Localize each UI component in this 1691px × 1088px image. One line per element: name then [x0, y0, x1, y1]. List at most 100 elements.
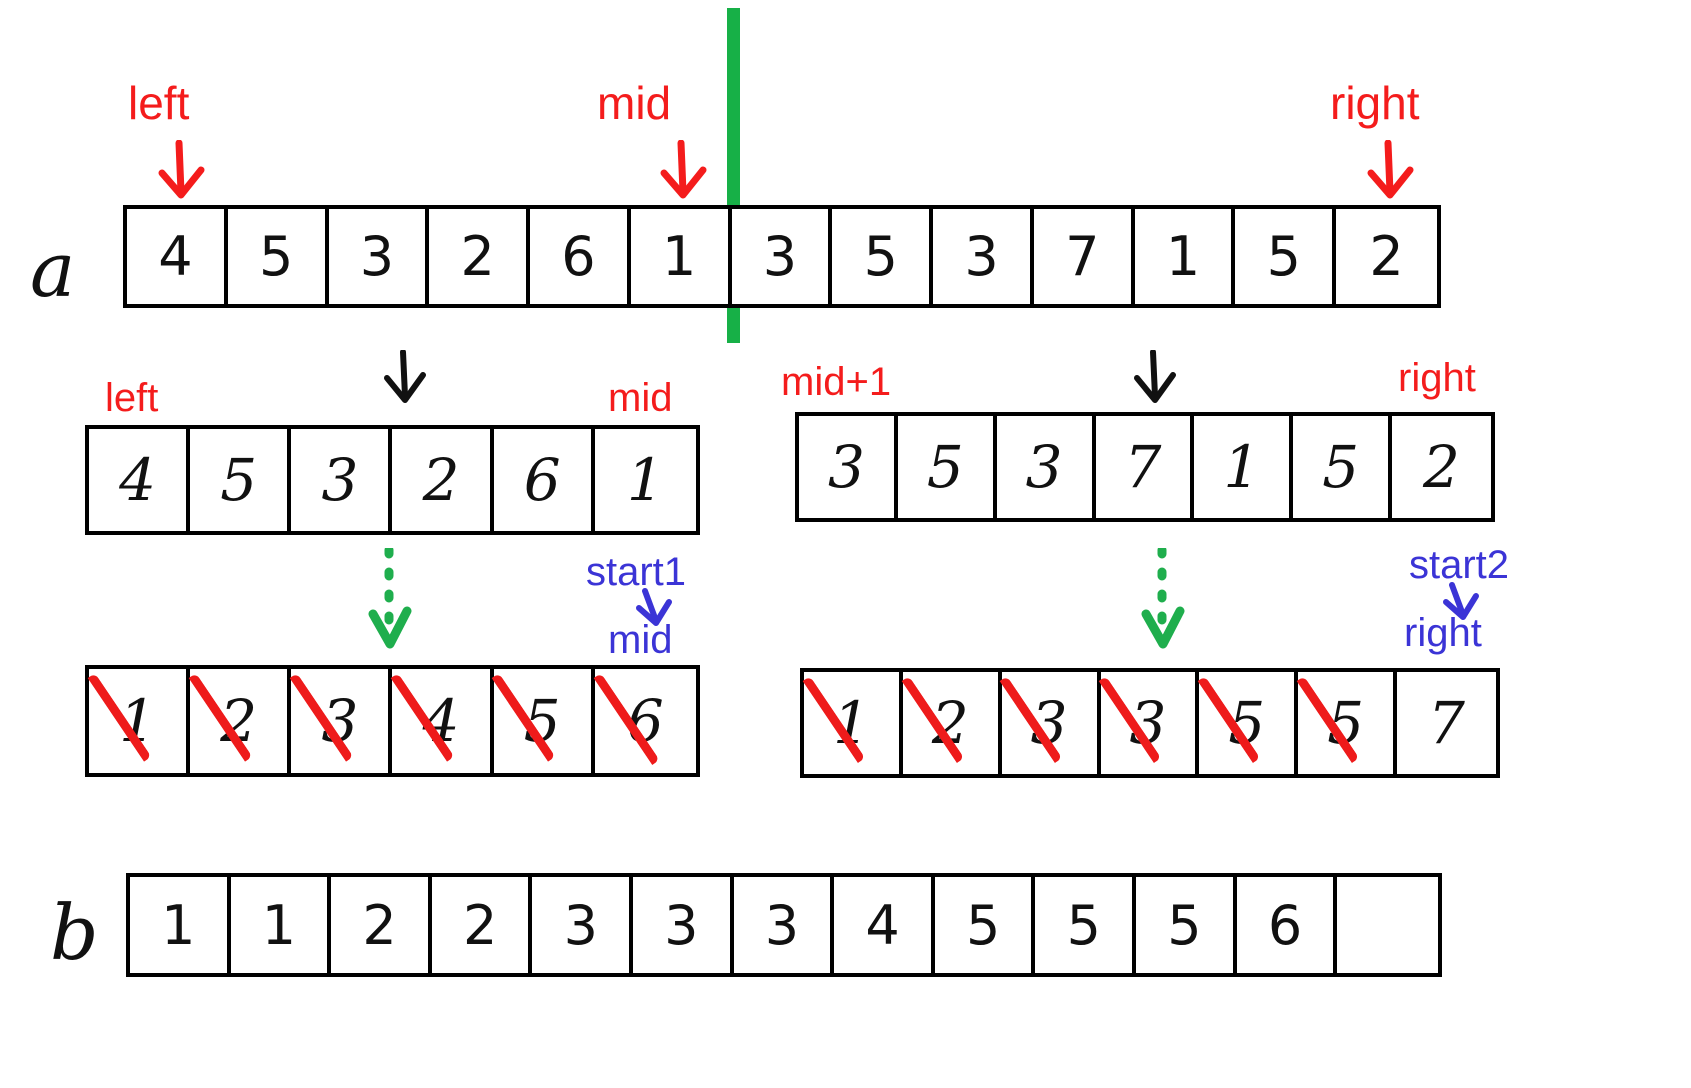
- array-left-sorted-cell-value: 5: [523, 687, 561, 755]
- array-right-half-cell: 5: [1293, 416, 1393, 518]
- array-right-half-cell-value: 5: [1322, 433, 1360, 501]
- array-right-sorted-cell: 1: [804, 672, 903, 774]
- array-merged-cell: 5: [935, 877, 1036, 973]
- array-right-half-cell: 5: [898, 416, 997, 518]
- array-right-half-cell-value: 5: [926, 433, 964, 501]
- dotted-arrow-left: [368, 548, 412, 649]
- array-left-sorted-cell: 1: [89, 669, 191, 773]
- array-merged-cell: 5: [1035, 877, 1137, 973]
- pointer-label-right-sorted-right: right: [1404, 611, 1482, 655]
- array-merged-cell-value: 2: [362, 893, 397, 957]
- array-merged-cell-value: 6: [1267, 893, 1303, 957]
- array-original-cell: 6: [530, 209, 631, 304]
- array-left-half-cell: 6: [494, 429, 595, 531]
- arrow-start1: [636, 588, 672, 626]
- arrow-left-top: [158, 140, 205, 199]
- pointer-label-right-top: right: [1330, 77, 1420, 129]
- array-original-cell: 1: [1135, 209, 1236, 304]
- array-right-half-cell-value: 3: [1025, 433, 1063, 501]
- pointer-label-start1: start1: [586, 550, 687, 594]
- array-left-sorted-cell-value: 4: [422, 687, 460, 755]
- array-merged-cell-value: 5: [966, 893, 1001, 957]
- arrow-right-top: [1367, 140, 1414, 199]
- array-original-cell: 2: [429, 209, 531, 304]
- array-right-sorted-cell: 3: [1101, 672, 1200, 774]
- array-original-cell-value: 3: [762, 225, 798, 288]
- arrow-start2: [1443, 582, 1479, 620]
- array-left-sorted-cell-value: 6: [626, 687, 664, 755]
- array-left-half-cell: 4: [89, 429, 191, 531]
- arrow-split-left: [384, 350, 426, 403]
- pointer-label-right-half-right: right: [1398, 356, 1476, 400]
- array-original-cell-value: 3: [964, 225, 999, 288]
- array-right-sorted-cell: 5: [1199, 672, 1299, 774]
- pointer-label-right-half-midplus1: mid+1: [781, 360, 892, 404]
- array-left-half-cell-value: 4: [119, 446, 157, 514]
- array-right-sorted-cell-value: 3: [1030, 689, 1068, 757]
- array-merged-cell-value: 3: [664, 893, 699, 957]
- array-left-half-cell-value: 1: [626, 446, 664, 514]
- array-original-cell-value: 2: [1369, 225, 1404, 288]
- array-right-half-cell-value: 2: [1423, 433, 1460, 501]
- array-left-sorted-cell-value: 3: [321, 687, 359, 755]
- arrow-mid-top: [660, 140, 707, 199]
- array-right-half-cell: 1: [1194, 416, 1294, 518]
- array-right-sorted-cell-value: 5: [1327, 689, 1365, 757]
- array-original-cell-value: 6: [561, 225, 596, 288]
- array-original-cell: 5: [1235, 209, 1337, 304]
- array-merged-cell: 3: [532, 877, 634, 973]
- array-original-cell: 7: [1034, 209, 1135, 304]
- array-original-cell: 3: [933, 209, 1034, 304]
- dotted-arrow-right: [1141, 548, 1185, 649]
- array-right-half-cell: 3: [799, 416, 898, 518]
- array-original-cell-value: 2: [460, 225, 495, 288]
- array-original-cell-value: 1: [662, 225, 697, 288]
- array-original-cell-value: 1: [1165, 225, 1201, 288]
- array-right-sorted-cell: 7: [1397, 672, 1496, 774]
- array-left-sorted-cell: 4: [392, 669, 494, 773]
- array-right-sorted-cell-value: 2: [931, 689, 969, 757]
- array-left-half-cell: 3: [291, 429, 393, 531]
- array-merged-cell: 3: [734, 877, 835, 973]
- array-left-sorted-cell: 5: [494, 669, 595, 773]
- array-left-sorted-cell: 2: [190, 669, 292, 773]
- array-left-sorted-cell-value: 2: [220, 687, 258, 755]
- array-original-cell: 3: [329, 209, 430, 304]
- array-original-cell-value: 5: [1266, 225, 1301, 288]
- array-merged-cell-value: 4: [865, 893, 900, 957]
- array-left-half-cell-value: 6: [523, 446, 561, 514]
- array-right-half-cell: 3: [997, 416, 1096, 518]
- array-merged-cell-value: 5: [1167, 893, 1202, 957]
- array-merged-cell: 1: [231, 877, 332, 973]
- array-left-half-cell-value: 3: [321, 446, 359, 514]
- array-left-half-cell: 5: [190, 429, 292, 531]
- array-merged-cell: 6: [1237, 877, 1338, 973]
- array-right-half-cell-value: 1: [1223, 433, 1261, 501]
- pointer-label-left-top: left: [128, 77, 190, 129]
- array-left-sorted-cell: 6: [595, 669, 696, 773]
- array-original-cell: 3: [732, 209, 833, 304]
- array-merged-cell: [1337, 877, 1438, 973]
- pointer-label-mid-top: mid: [597, 77, 672, 129]
- array-merged-cell: 4: [834, 877, 935, 973]
- array-original-cell-value: 5: [258, 225, 294, 288]
- array-merged-cell-value: 2: [462, 893, 498, 957]
- array-merged-cell: 3: [633, 877, 734, 973]
- array-merged-cell-value: 1: [161, 893, 196, 957]
- arrow-split-right: [1134, 350, 1176, 403]
- array-merged-cell: 2: [331, 877, 432, 973]
- array-left-half-cell: 2: [392, 429, 494, 531]
- array-left-sorted-cell: 3: [291, 669, 393, 773]
- array-right-half-cell: 2: [1392, 416, 1491, 518]
- array-right-sorted-cell: 2: [903, 672, 1002, 774]
- array-left-sorted-cell-value: 1: [119, 687, 157, 755]
- array-a-label: a: [30, 225, 76, 314]
- array-right-half-cell-value: 3: [827, 433, 865, 501]
- array-right-sorted-cell: 5: [1298, 672, 1398, 774]
- array-original-cell: 2: [1336, 209, 1437, 304]
